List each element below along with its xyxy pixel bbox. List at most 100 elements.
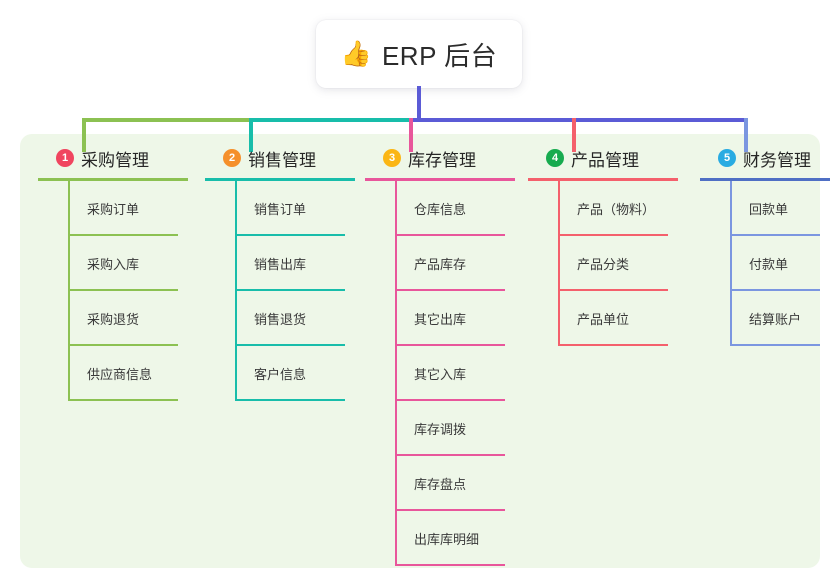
item-rule: [235, 399, 345, 401]
branch-stub-3: [409, 118, 413, 152]
branch-item-label: 采购订单: [87, 202, 140, 217]
branch-header-2[interactable]: 2 销售管理: [205, 144, 355, 172]
branch-item[interactable]: 供应商信息: [68, 346, 188, 401]
item-spine: [68, 236, 70, 291]
branch-item[interactable]: 产品库存: [395, 236, 515, 291]
branch-item-list: 仓库信息产品库存其它出库其它入库库存调拨库存盘点出库库明细: [395, 181, 515, 566]
branch-number-badge: 2: [223, 149, 241, 167]
item-rule: [558, 289, 668, 291]
item-spine: [558, 236, 560, 291]
branch-stub-2: [249, 118, 253, 152]
branch-column-4: 4 产品管理产品（物料） 产品分类产品单位: [528, 144, 678, 346]
branch-item-label: 供应商信息: [87, 367, 153, 382]
branch-header-rule: [38, 178, 188, 181]
branch-item[interactable]: 采购订单: [68, 181, 188, 236]
branches-panel: [20, 134, 820, 568]
branch-item[interactable]: 库存调拨: [395, 401, 515, 456]
item-spine: [235, 181, 237, 236]
branch-item-label: 销售订单: [254, 202, 307, 217]
branch-item[interactable]: 客户信息: [235, 346, 355, 401]
thumbs-up-icon: 👍: [340, 39, 372, 68]
branch-item[interactable]: 销售退货: [235, 291, 355, 346]
branch-column-3: 3 库存管理仓库信息产品库存其它出库其它入库库存调拨库存盘点出库库明细: [365, 144, 515, 566]
branch-number-badge: 4: [546, 149, 564, 167]
item-rule: [395, 509, 505, 511]
branch-title: 产品管理: [571, 150, 639, 170]
branch-item-label: 其它出库: [414, 312, 467, 327]
item-spine: [395, 401, 397, 456]
branch-item[interactable]: 付款单: [730, 236, 830, 291]
branch-item-label: 客户信息: [254, 367, 307, 382]
branch-title: 库存管理: [408, 150, 476, 170]
branch-item-label: 结算账户: [749, 312, 802, 327]
branch-item-list: 产品（物料） 产品分类产品单位: [558, 181, 678, 346]
branch-title: 采购管理: [81, 150, 149, 170]
branch-item-label: 产品单位: [577, 312, 630, 327]
item-spine: [235, 291, 237, 346]
root-node-card[interactable]: 👍 ERP 后台: [316, 20, 522, 88]
branch-item[interactable]: 产品单位: [558, 291, 678, 346]
branch-item-label: 采购入库: [87, 257, 140, 272]
branch-item[interactable]: 销售出库: [235, 236, 355, 291]
item-rule: [730, 234, 820, 236]
branch-item-label: 产品库存: [414, 257, 467, 272]
branch-item-label: 销售出库: [254, 257, 307, 272]
branch-item[interactable]: 采购退货: [68, 291, 188, 346]
branch-item[interactable]: 采购入库: [68, 236, 188, 291]
branch-header-3[interactable]: 3 库存管理: [365, 144, 515, 172]
branch-column-1: 1 采购管理采购订单采购入库采购退货供应商信息: [38, 144, 188, 401]
branch-item[interactable]: 回款单: [730, 181, 830, 236]
branch-item-label: 仓库信息: [414, 202, 467, 217]
branch-item[interactable]: 产品分类: [558, 236, 678, 291]
bar-segment-3: [409, 118, 748, 122]
item-spine: [730, 236, 732, 291]
branch-stub-4: [572, 118, 576, 152]
branch-title: 销售管理: [248, 150, 316, 170]
item-spine: [68, 346, 70, 401]
branch-item[interactable]: 其它入库: [395, 346, 515, 401]
branch-item[interactable]: 库存盘点: [395, 456, 515, 511]
branch-item-list: 销售订单销售出库销售退货客户信息: [235, 181, 355, 401]
item-rule: [68, 399, 178, 401]
item-spine: [395, 181, 397, 236]
item-rule: [395, 344, 505, 346]
branch-header-rule: [528, 178, 678, 181]
branch-item-label: 库存盘点: [414, 477, 467, 492]
branch-stub-1: [82, 118, 86, 152]
branch-item-label: 采购退货: [87, 312, 140, 327]
root-drop-line: [417, 86, 421, 122]
branch-header-1[interactable]: 1 采购管理: [38, 144, 188, 172]
item-rule: [235, 234, 345, 236]
item-spine: [730, 291, 732, 346]
branch-item[interactable]: 结算账户: [730, 291, 830, 346]
branch-item-label: 回款单: [749, 202, 789, 217]
item-spine: [558, 181, 560, 236]
branch-item[interactable]: 其它出库: [395, 291, 515, 346]
item-spine: [558, 291, 560, 346]
branch-item[interactable]: 仓库信息: [395, 181, 515, 236]
item-spine: [395, 346, 397, 401]
branch-number-badge: 3: [383, 149, 401, 167]
item-rule: [68, 234, 178, 236]
branch-item[interactable]: 出库库明细: [395, 511, 515, 566]
item-rule: [395, 289, 505, 291]
item-rule: [68, 289, 178, 291]
item-rule: [235, 344, 345, 346]
item-spine: [395, 291, 397, 346]
branch-header-rule: [365, 178, 515, 181]
branch-item[interactable]: 销售订单: [235, 181, 355, 236]
item-rule: [395, 564, 505, 566]
item-rule: [730, 289, 820, 291]
branch-header-rule: [700, 178, 830, 181]
branch-item-list: 采购订单采购入库采购退货供应商信息: [68, 181, 188, 401]
branch-item[interactable]: 产品（物料）: [558, 181, 678, 236]
bar-segment-1: [82, 118, 251, 122]
branch-number-badge: 1: [56, 149, 74, 167]
branch-header-rule: [205, 178, 355, 181]
branch-item-label: 产品（物料）: [577, 202, 656, 217]
item-rule: [558, 344, 668, 346]
branch-item-label: 库存调拨: [414, 422, 467, 437]
branch-header-4[interactable]: 4 产品管理: [528, 144, 678, 172]
item-rule: [235, 289, 345, 291]
